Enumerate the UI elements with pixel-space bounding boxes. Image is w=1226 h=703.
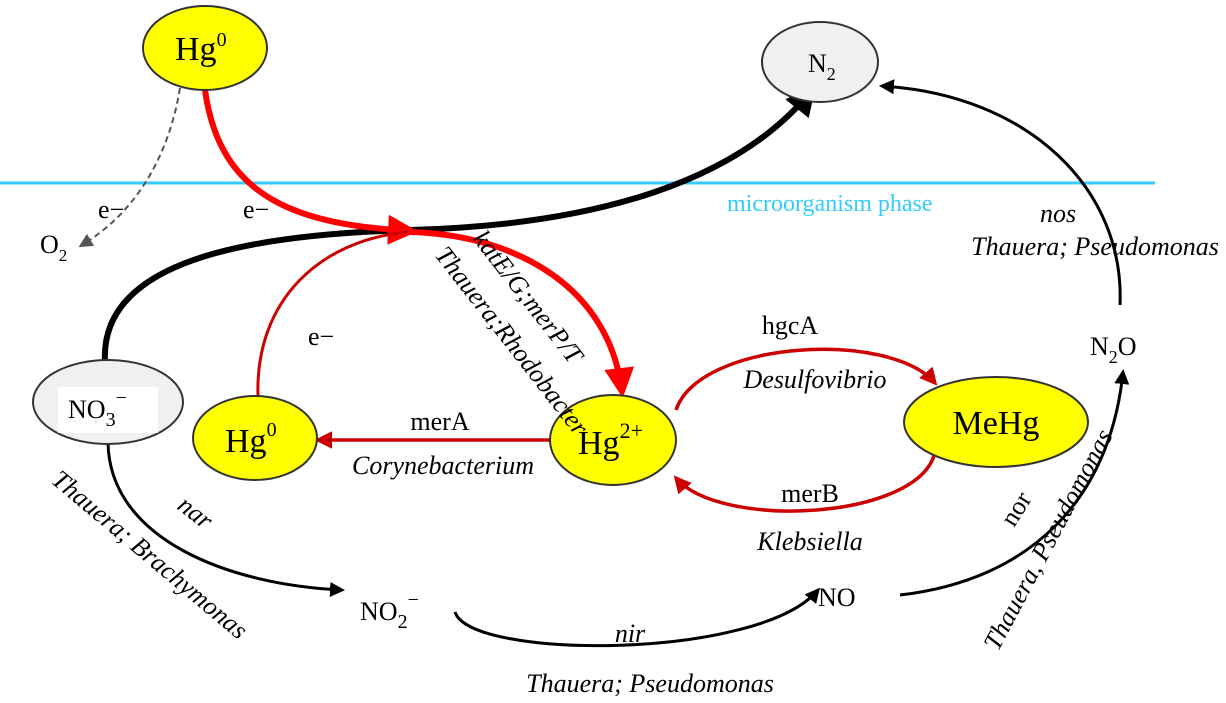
label-nos-gene: nos <box>1040 199 1076 228</box>
node-hg2: Hg2+ <box>549 394 677 486</box>
label-hgcA-org: Desulfovibrio <box>743 365 887 394</box>
arrow-nir <box>453 587 820 648</box>
svg-text:Hg0: Hg0 <box>225 419 277 460</box>
svg-text:N2: N2 <box>808 49 836 84</box>
node-mehg: MeHg <box>903 376 1089 468</box>
label-nor-gene: nor <box>994 486 1037 531</box>
label-nar-gene: nar <box>172 490 219 536</box>
node-n2o: N2O <box>1090 332 1137 367</box>
svg-text:Hg0: Hg0 <box>175 29 227 68</box>
arrow-hg0-into-cell <box>202 89 418 245</box>
node-no2: NO2− <box>360 589 419 633</box>
svg-text:NO3−: NO3− <box>68 387 127 431</box>
label-nar-org: Thauera; Brachymonas <box>46 464 253 645</box>
node-hg0-low: Hg0 <box>192 395 318 481</box>
label-nir-org: Thauera; Pseudomonas <box>526 669 774 698</box>
label-merB-org: Klebsiella <box>756 527 862 556</box>
arrow-hg0-electron <box>256 230 409 397</box>
label-hgcA-gene: hgcA <box>762 311 819 340</box>
node-no: NO <box>818 583 856 612</box>
label-merB-gene: merB <box>781 479 839 508</box>
arrow-hgcA <box>674 347 938 411</box>
label-nos-org: Thauera; Pseudomonas <box>971 232 1219 261</box>
arrow-nos <box>879 79 1122 306</box>
svg-text:Hg2+: Hg2+ <box>578 418 643 462</box>
label-merA-org: Corynebacterium <box>352 451 534 480</box>
arrow-hg0-to-o2 <box>78 87 181 248</box>
arrow-to-hg2 <box>409 229 635 398</box>
node-n2: N2 <box>761 21 879 103</box>
label-e-low: e− <box>308 322 334 351</box>
label-e-top: e− <box>243 195 269 224</box>
label-e-o2: e− <box>98 195 124 224</box>
arrow-nar <box>106 442 345 597</box>
arrow-nor <box>899 369 1130 597</box>
arrow-merB <box>673 451 937 513</box>
node-hg0-top: Hg0 <box>142 5 268 91</box>
label-merA-gene: merA <box>410 407 469 436</box>
label-nir-gene: nir <box>615 619 646 648</box>
node-no3: NO3− <box>32 359 184 445</box>
node-o2: O2 <box>40 230 67 265</box>
phase-label: microorganism phase <box>727 191 933 217</box>
svg-text:MeHg: MeHg <box>953 405 1040 442</box>
arrow-no3-to-n2 <box>101 85 816 363</box>
